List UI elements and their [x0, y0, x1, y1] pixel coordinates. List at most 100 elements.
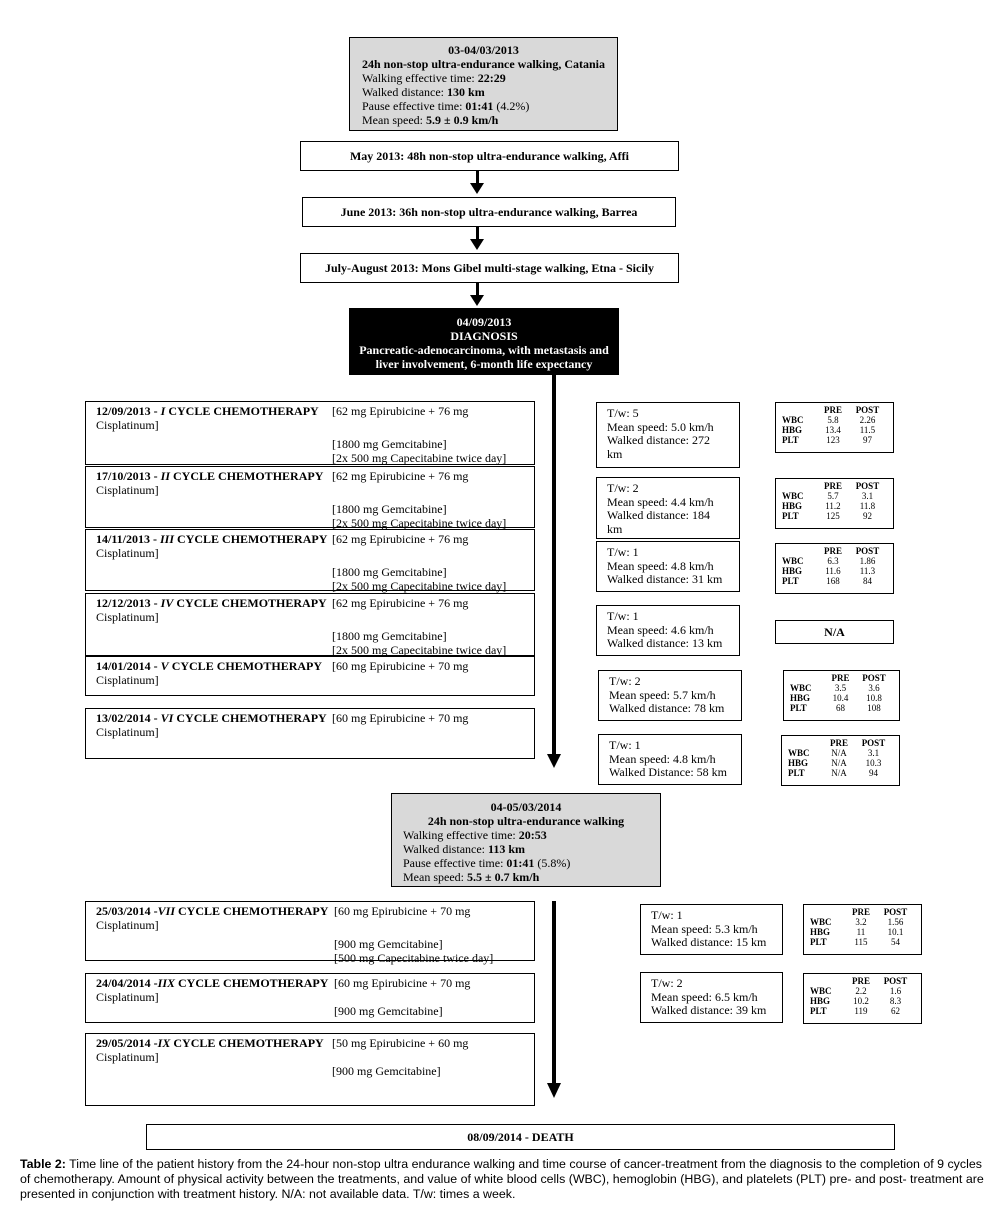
- arrow-head-icon: [470, 183, 484, 194]
- cycle-drug: Cisplatinum]: [96, 417, 159, 432]
- event-2014-box: 04-05/03/2014 24h non-stop ultra-enduran…: [391, 793, 661, 887]
- lab-plt-label: PLT: [788, 768, 805, 778]
- cycle-drug: [1800 mg Gemcitabine]: [332, 629, 447, 643]
- lab-value: 108: [867, 703, 881, 713]
- lab-value: 123: [826, 435, 840, 445]
- lab-value: 10.3: [865, 758, 882, 768]
- lab-wbc-label: WBC: [790, 683, 812, 693]
- lab-value: 168: [826, 576, 840, 586]
- activity-box-6: T/w: 1 Mean speed: 4.8 km/h Walked Dista…: [598, 734, 742, 785]
- cycle-drug: Cisplatinum]: [96, 1049, 159, 1064]
- diagnosis-title: DIAGNOSIS: [450, 329, 518, 343]
- activity-frequency: T/w: 1: [651, 908, 683, 922]
- activity-box-2: T/w: 2 Mean speed: 4.4 km/h Walked dista…: [596, 477, 740, 539]
- lab-value: 10.8: [866, 693, 882, 703]
- lab-hbg-label: HBG: [782, 501, 803, 511]
- cycle-drug: [900 mg Gemcitabine]: [332, 1064, 441, 1078]
- lab-value: 11.3: [859, 566, 876, 576]
- cycle-title: 29/05/2014 -IX CYCLE CHEMOTHERAPY: [96, 1036, 324, 1050]
- cycle-drug: [2x 500 mg Capecitabine twice day]: [332, 450, 507, 465]
- lab-plt-label: PLT: [782, 576, 799, 586]
- diagnosis-line1: Pancreatic-adenocarcinoma, with metastas…: [359, 343, 609, 357]
- event-etna-box: July-August 2013: Mons Gibel multi-stage…: [300, 253, 679, 283]
- cycle-drug: [62 mg Epirubicine + 76 mg: [332, 596, 469, 610]
- chemo-cycle-2: 17/10/2013 - II CYCLE CHEMOTHERAPY[62 mg…: [85, 466, 535, 530]
- lab-value: 13.4: [825, 425, 841, 435]
- activity-frequency: T/w: 2: [609, 674, 641, 688]
- lab-post-header: POST: [883, 976, 908, 986]
- event-catania-box: 03-04/03/2013 24h non-stop ultra-enduran…: [349, 37, 618, 131]
- lab-value: 10.1: [887, 927, 904, 937]
- lab-value: 92: [862, 511, 872, 521]
- activity-box-7: T/w: 1 Mean speed: 5.3 km/h Walked dista…: [640, 904, 783, 955]
- lab-post-header: POST: [883, 907, 908, 917]
- activity-box-5: T/w: 2 Mean speed: 5.7 km/h Walked dista…: [598, 670, 742, 721]
- arrow-shaft: [476, 283, 479, 296]
- diagnosis-line2: liver involvement, 6-month life expectan…: [375, 357, 593, 371]
- activity-speed: Mean speed: 5.0 km/h: [607, 419, 714, 434]
- arrow-head-icon: [470, 295, 484, 306]
- lab-value: N/A: [831, 758, 847, 768]
- chemo-cycle-5: 14/01/2014 - V CYCLE CHEMOTHERAPY [60 mg …: [85, 656, 535, 696]
- lab-pre-header: PRE: [829, 738, 848, 748]
- cycle-drug: [2x 500 mg Capecitabine twice day]: [332, 515, 507, 530]
- cycle-title: 14/01/2014 - V CYCLE CHEMOTHERAPY: [96, 659, 323, 673]
- cycle-title: 17/10/2013 - II CYCLE CHEMOTHERAPY: [96, 469, 324, 483]
- chemo-cycle-9: 29/05/2014 -IX CYCLE CHEMOTHERAPY[50 mg …: [85, 1033, 535, 1106]
- event-affi-box: May 2013: 48h non-stop ultra-endurance w…: [300, 141, 679, 171]
- lab-post-header: POST: [855, 481, 880, 491]
- timeline-arrow-head-icon: [547, 1083, 561, 1098]
- cycle-drug: [2x 500 mg Capecitabine twice day]: [332, 642, 507, 657]
- lab-value: 11.2: [825, 501, 841, 511]
- event-catania-distance: Walked distance: 130 km: [362, 85, 485, 99]
- event-2014-pause: Pause effective time: 01:41 (5.8%): [403, 856, 571, 870]
- cycle-drug: [2x 500 mg Capecitabine twice day]: [332, 578, 507, 593]
- arrow-shaft: [476, 227, 479, 240]
- event-2014-date: 04-05/03/2014: [490, 800, 562, 814]
- timeline-line: [552, 901, 556, 1083]
- lab-value: 5.8: [827, 415, 839, 425]
- activity-distance: Walked distance: 13 km: [607, 636, 723, 650]
- event-death-box: 08/09/2014 - DEATH: [146, 1124, 895, 1150]
- lab-value: 3.1: [867, 748, 880, 758]
- cycle-title: 12/12/2013 - IV CYCLE CHEMOTHERAPY: [96, 596, 327, 610]
- lab-pre-header: PRE: [823, 481, 842, 491]
- timeline-line: [552, 375, 556, 754]
- lab-value: 1.56: [887, 917, 904, 927]
- lab-value: 1.6: [889, 986, 902, 996]
- cycle-title: 13/02/2014 - VI CYCLE CHEMOTHERAPY: [96, 711, 327, 725]
- activity-speed: Mean speed: 5.7 km/h: [609, 687, 716, 702]
- cycle-drug: [62 mg Epirubicine + 76 mg: [332, 404, 469, 418]
- lab-value: 11.5: [859, 425, 876, 435]
- cycle-title: 12/09/2013 - I CYCLE CHEMOTHERAPY: [96, 404, 319, 418]
- activity-speed: Mean speed: 6.5 km/h: [651, 989, 758, 1004]
- lab-box-4-na: N/A: [775, 620, 894, 644]
- arrow-head-icon: [470, 239, 484, 250]
- cycle-title: 14/11/2013 - III CYCLE CHEMOTHERAPY: [96, 532, 328, 546]
- cycle-drug: [60 mg Epirubicine + 70 mg: [332, 659, 469, 673]
- cycle-title: 24/04/2014 -IIX CYCLE CHEMOTHERAPY: [96, 976, 329, 990]
- lab-pre-header: PRE: [851, 976, 870, 986]
- lab-value: N/A: [831, 748, 847, 758]
- activity-frequency: T/w: 1: [607, 609, 639, 623]
- lab-pre-header: PRE: [831, 673, 850, 683]
- cycle-drug: Cisplatinum]: [96, 989, 159, 1004]
- lab-value: 125: [826, 511, 840, 521]
- activity-frequency: T/w: 1: [607, 545, 639, 559]
- lab-plt-label: PLT: [782, 435, 799, 445]
- activity-frequency: T/w: 1: [609, 738, 641, 752]
- lab-hbg-label: HBG: [790, 693, 811, 703]
- activity-box-3: T/w: 1 Mean speed: 4.8 km/h Walked dista…: [596, 541, 740, 592]
- event-2014-speed: Mean speed: 5.5 ± 0.7 km/h: [403, 870, 540, 884]
- lab-plt-label: PLT: [810, 1006, 827, 1016]
- cycle-drug: [60 mg Epirubicine + 70 mg: [332, 711, 469, 725]
